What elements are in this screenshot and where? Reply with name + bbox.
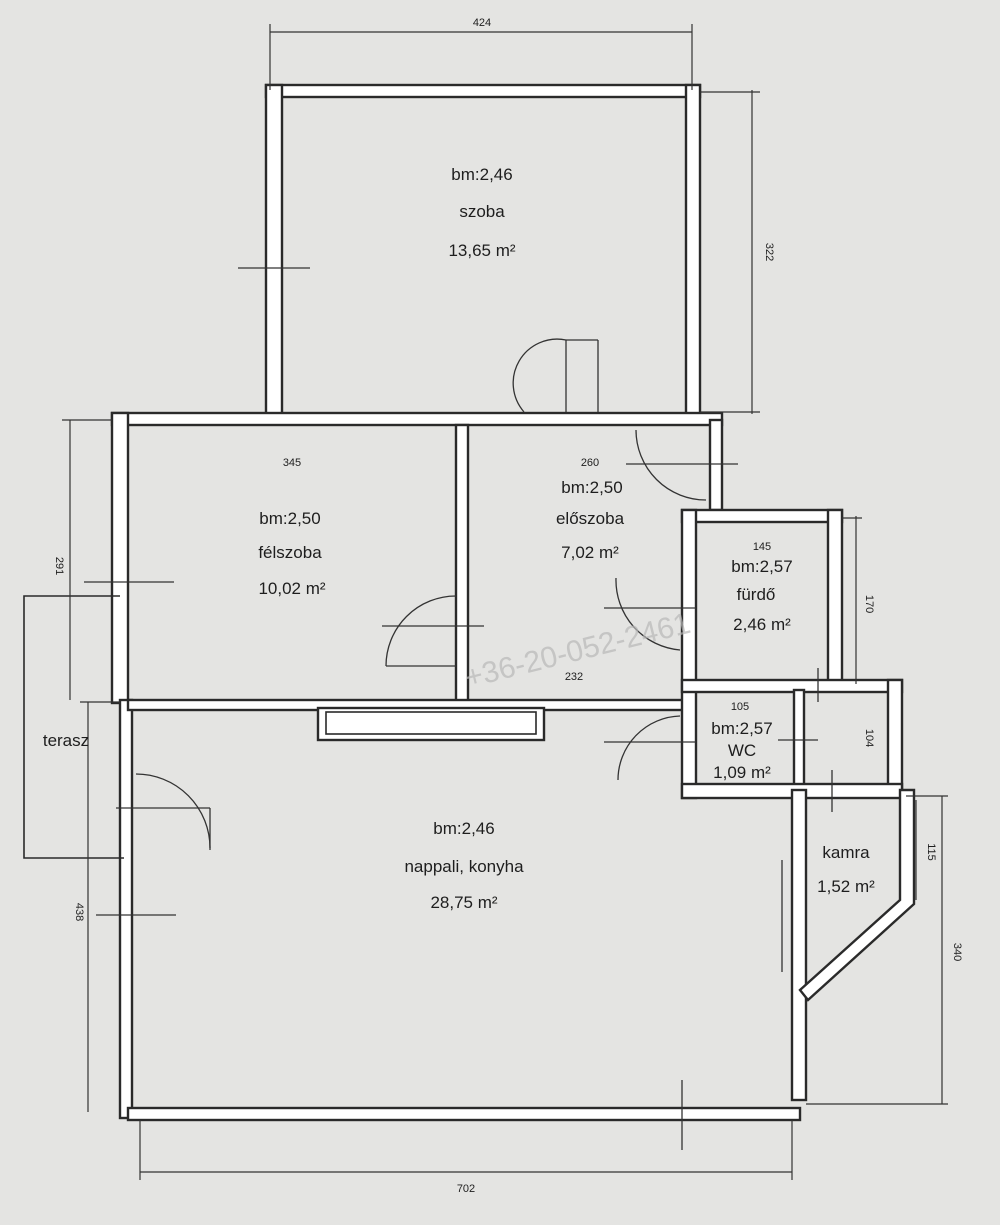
room-height: bm:2,57 — [711, 719, 772, 738]
dim-eloszoba-bottom: 232 — [565, 671, 583, 683]
wall-szoba-right — [684, 83, 702, 417]
wall-left-lower — [118, 698, 134, 1120]
room-area: 28,75 m² — [430, 893, 497, 912]
room-furdo: bm:2,57 fürdő 2,46 m² — [731, 557, 792, 634]
terasz-outline — [23, 595, 124, 859]
dim-wc-width: 105 — [731, 701, 749, 713]
room-height: bm:2,46 — [433, 819, 494, 838]
room-name: kamra — [822, 843, 870, 862]
door-furdo-arc — [615, 577, 681, 651]
room-name: előszoba — [556, 509, 625, 528]
door-szoba-arc — [512, 338, 567, 413]
room-eloszoba: bm:2,50 előszoba 7,02 m² — [556, 478, 625, 562]
walls — [110, 83, 916, 1122]
wall-left-upper — [110, 411, 130, 705]
wall-kamra-diagonal — [798, 788, 916, 1002]
wall-wc-top — [680, 678, 904, 694]
dim-wc-depth: 104 — [863, 729, 875, 747]
room-area: 7,02 m² — [561, 543, 619, 562]
door-felszoba-arc — [385, 595, 457, 667]
room-name: WC — [728, 741, 756, 760]
room-kamra: kamra 1,52 m² — [817, 843, 875, 896]
room-area: 1,09 m² — [713, 763, 771, 782]
dim-furdo-depth: 170 — [863, 595, 875, 613]
wall-right-box — [886, 678, 904, 794]
wall-kamra-left — [790, 788, 808, 1102]
dim-szoba-depth: 322 — [763, 243, 775, 261]
dim-furdo-width: 145 — [753, 541, 771, 553]
dim-szoba-width: 424 — [473, 17, 491, 29]
dimension-labels: 424 322 345 291 260 232 145 170 105 104 … — [53, 17, 963, 1195]
room-name: nappali, konyha — [404, 857, 524, 876]
room-felszoba: bm:2,50 félszoba 10,02 m² — [258, 509, 326, 598]
wall-wc-right — [792, 688, 806, 790]
room-name: fürdő — [737, 585, 776, 604]
room-height: bm:2,46 — [451, 165, 512, 184]
wall-eloszoba-right — [708, 418, 724, 512]
room-szoba: bm:2,46 szoba 13,65 m² — [448, 165, 515, 260]
wall-furdo-right — [826, 508, 844, 687]
dim-eloszoba-width: 260 — [581, 457, 599, 469]
room-area: 2,46 m² — [733, 615, 791, 634]
door-wc-arc — [617, 715, 681, 781]
room-height: bm:2,50 — [259, 509, 320, 528]
room-nappali: bm:2,46 nappali, konyha 28,75 m² — [404, 819, 524, 912]
dim-total-width: 702 — [457, 1183, 475, 1195]
dim-felszoba-width: 345 — [283, 457, 301, 469]
wall-furdo-top — [680, 508, 844, 524]
room-height: bm:2,57 — [731, 557, 792, 576]
doors — [84, 267, 833, 1150]
room-name: szoba — [459, 202, 505, 221]
room-name: félszoba — [258, 543, 322, 562]
wall-szoba-top — [264, 83, 702, 99]
wall-bottom — [126, 1106, 802, 1122]
room-area: 10,02 m² — [258, 579, 325, 598]
room-wc: bm:2,57 WC 1,09 m² — [711, 719, 772, 782]
dim-felszoba-depth: 291 — [53, 557, 65, 575]
room-terasz-label: terasz — [43, 731, 89, 750]
wall-middle — [110, 411, 724, 427]
dimension-lines — [62, 24, 948, 1180]
dim-kamra-depth: 115 — [925, 843, 937, 861]
dim-nappali-depth: 438 — [73, 903, 85, 921]
dim-right-depth: 340 — [951, 943, 963, 961]
wall-szoba-left — [264, 83, 284, 417]
room-area: 1,52 m² — [817, 877, 875, 896]
chimney-inner — [325, 711, 537, 735]
room-height: bm:2,50 — [561, 478, 622, 497]
door-eloszoba-arc — [635, 429, 707, 501]
room-area: 13,65 m² — [448, 241, 515, 260]
door-nappali-arc — [135, 773, 211, 849]
wall-furdo-left — [680, 508, 698, 800]
